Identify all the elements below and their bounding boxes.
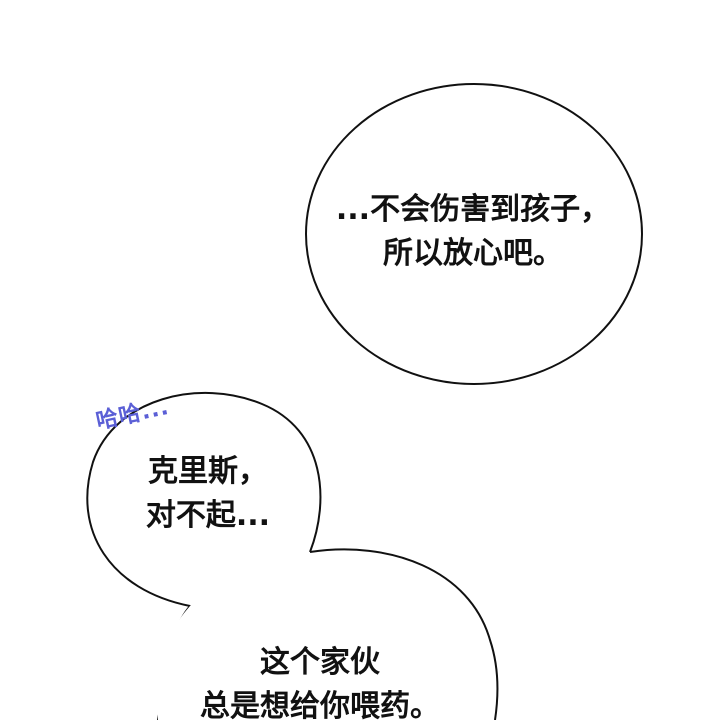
- speech-bubble-bottom-outline: [309, 548, 499, 720]
- speech-bubble-top: [305, 83, 643, 385]
- bubble-text-bottom: 这个家伙 总是想给你喂药。: [170, 641, 470, 720]
- speech-bubble-bottom: [155, 549, 498, 720]
- bubble-line: 克里斯，: [148, 454, 268, 489]
- bubble-line: 对不起...: [145, 498, 271, 533]
- bubble-text-left: 克里斯， 对不起...: [128, 450, 288, 538]
- bubble-text-top: ...不会伤害到孩子， 所以放心吧。: [318, 188, 628, 276]
- bubble-line: 总是想给你喂药。: [200, 689, 440, 720]
- bubble-line: 所以放心吧。: [383, 236, 563, 271]
- bubble-line: ...不会伤害到孩子，: [335, 192, 611, 227]
- bubble-line: 这个家伙: [260, 645, 380, 680]
